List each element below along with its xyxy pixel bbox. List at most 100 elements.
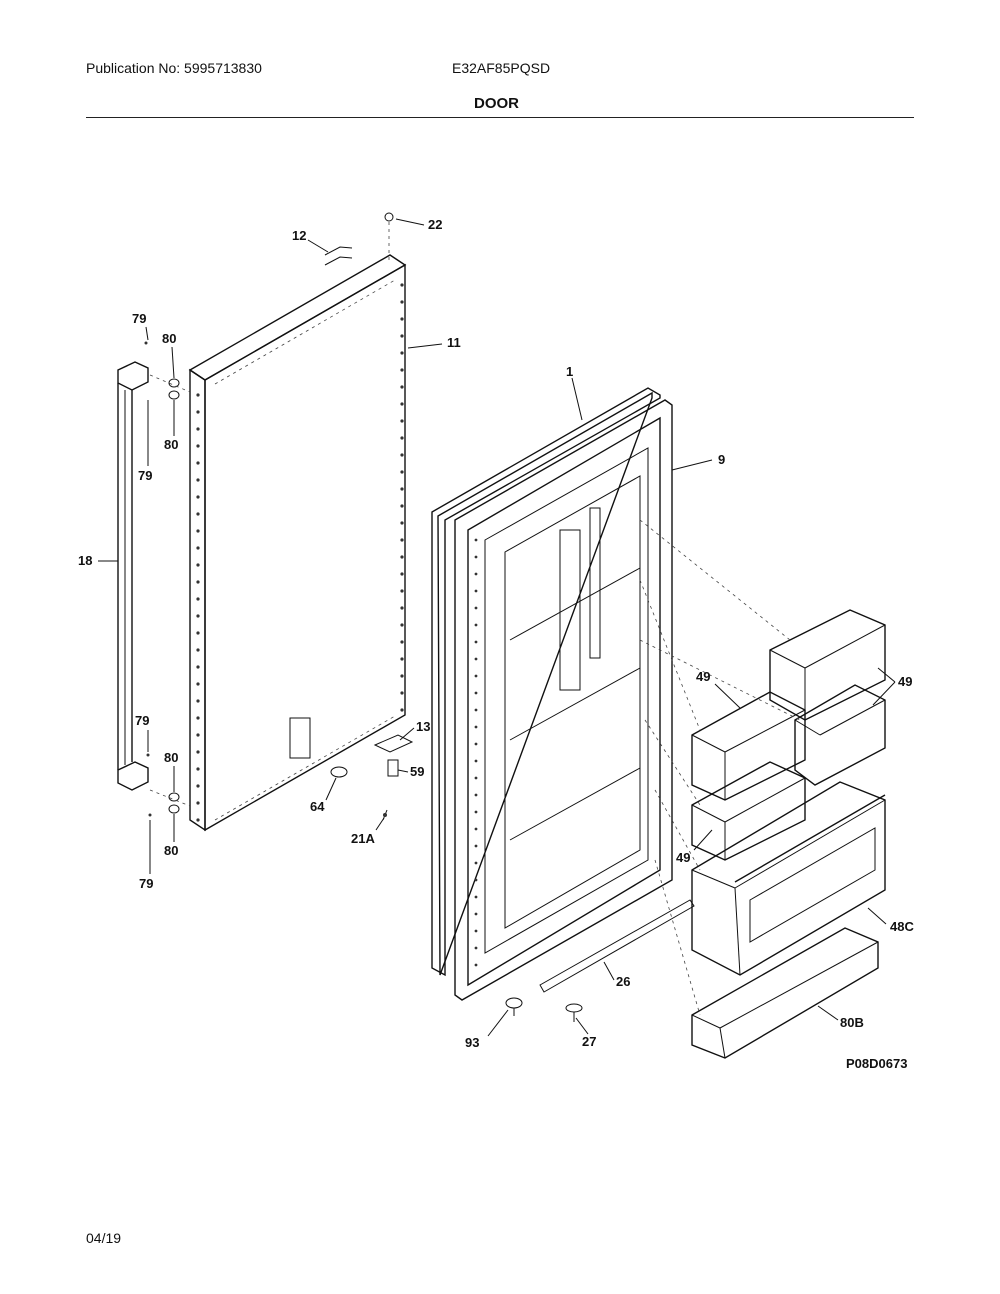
callout-59: 59 (410, 764, 424, 779)
door-gasket (431, 387, 661, 977)
liner-dot (474, 810, 478, 814)
rivet-dot (196, 631, 200, 635)
rivet-dot (196, 699, 200, 703)
rivet-dot (196, 444, 200, 448)
callout-49-b: 49 (898, 674, 912, 689)
rivet-dot (196, 529, 200, 533)
rivet-dot (196, 512, 200, 516)
liner-dot (474, 912, 478, 916)
liner-dot (474, 640, 478, 644)
rivet-dot (400, 589, 404, 593)
rivet-dot (400, 385, 404, 389)
liner-dot (474, 861, 478, 865)
rivet-dot (196, 682, 200, 686)
revision-date: 04/19 (86, 1230, 122, 1246)
callout-26: 26 (616, 974, 630, 989)
rivet-dot (400, 521, 404, 525)
door-handle (117, 361, 149, 791)
rivet-dot (196, 478, 200, 482)
callout-9: 9 (718, 452, 725, 467)
rivet-dot (400, 300, 404, 304)
callout-80-a: 80 (162, 331, 176, 346)
handle-fasteners (144, 341, 191, 817)
rivet-dot (196, 563, 200, 567)
rivet-dot (400, 368, 404, 372)
rivet-dot (400, 538, 404, 542)
rivet-dot (400, 623, 404, 627)
liner-dot (474, 759, 478, 763)
callout-12: 12 (292, 228, 306, 243)
liner-dot (474, 827, 478, 831)
callout-13: 13 (416, 719, 430, 734)
liner-dot (474, 606, 478, 610)
model-number: E32AF85PQSD (452, 60, 551, 76)
rivet-dot (196, 393, 200, 397)
rivet-dot (196, 461, 200, 465)
liner-dot (474, 691, 478, 695)
page-title: DOOR (474, 95, 519, 112)
liner-dot (474, 963, 478, 967)
liner-dot (474, 929, 478, 933)
rivet-dot (196, 733, 200, 737)
callout-80-d: 80 (164, 843, 178, 858)
rivet-dot (196, 427, 200, 431)
callout-labels: 12 22 11 1 9 79 80 80 79 18 79 80 80 79 … (78, 217, 914, 1071)
rivet-dot (400, 317, 404, 321)
part-22-screw (384, 212, 394, 262)
callout-18: 18 (78, 553, 92, 568)
rivet-dot (196, 801, 200, 805)
callout-93: 93 (465, 1035, 479, 1050)
liner-dot (474, 844, 478, 848)
liner-dot (474, 776, 478, 780)
liner-dot (474, 742, 478, 746)
rivet-dot (196, 767, 200, 771)
assembly-lines (639, 519, 801, 1016)
callout-80-b: 80 (164, 437, 178, 452)
callout-79-d: 79 (139, 876, 153, 891)
liner-dot (474, 538, 478, 542)
door-bins (691, 609, 886, 861)
callout-27: 27 (582, 1034, 596, 1049)
rivet-dot (400, 470, 404, 474)
rivet-dot (400, 555, 404, 559)
inner-door-liner (454, 399, 673, 1001)
liner-dot (474, 572, 478, 576)
callout-48C: 48C (890, 919, 914, 934)
rivet-dot (400, 708, 404, 712)
rivet-dot (400, 606, 404, 610)
rivet-dot (400, 351, 404, 355)
callout-79-b: 79 (138, 468, 152, 483)
callout-80B: 80B (840, 1015, 864, 1030)
rivet-dot (196, 648, 200, 652)
rivet-dot (400, 402, 404, 406)
callout-79-c: 79 (135, 713, 149, 728)
rivet-dot (400, 674, 404, 678)
rivet-dot (196, 410, 200, 414)
rivet-dot (196, 818, 200, 822)
rivet-dot (400, 572, 404, 576)
rivet-dot (196, 580, 200, 584)
rivet-dot (196, 665, 200, 669)
callout-11: 11 (447, 335, 461, 350)
rivet-dot (400, 691, 404, 695)
liner-dot (474, 895, 478, 899)
callout-49-a: 49 (696, 669, 710, 684)
rivet-dot (400, 640, 404, 644)
rivet-dot (400, 436, 404, 440)
outer-door-panel (188, 254, 407, 832)
dairy-bin (691, 781, 886, 976)
callout-22: 22 (428, 217, 442, 232)
liner-dot (474, 946, 478, 950)
header-rule (86, 117, 914, 118)
bin-cover (691, 927, 879, 1059)
bottom-screws (505, 997, 583, 1022)
liner-dot (474, 623, 478, 627)
callout-64: 64 (310, 799, 325, 814)
liner-dot (474, 793, 478, 797)
callout-21A: 21A (351, 831, 375, 846)
rivet-dot (400, 504, 404, 508)
liner-dot (474, 589, 478, 593)
liner-dot (474, 657, 478, 661)
callout-79-a: 79 (132, 311, 146, 326)
